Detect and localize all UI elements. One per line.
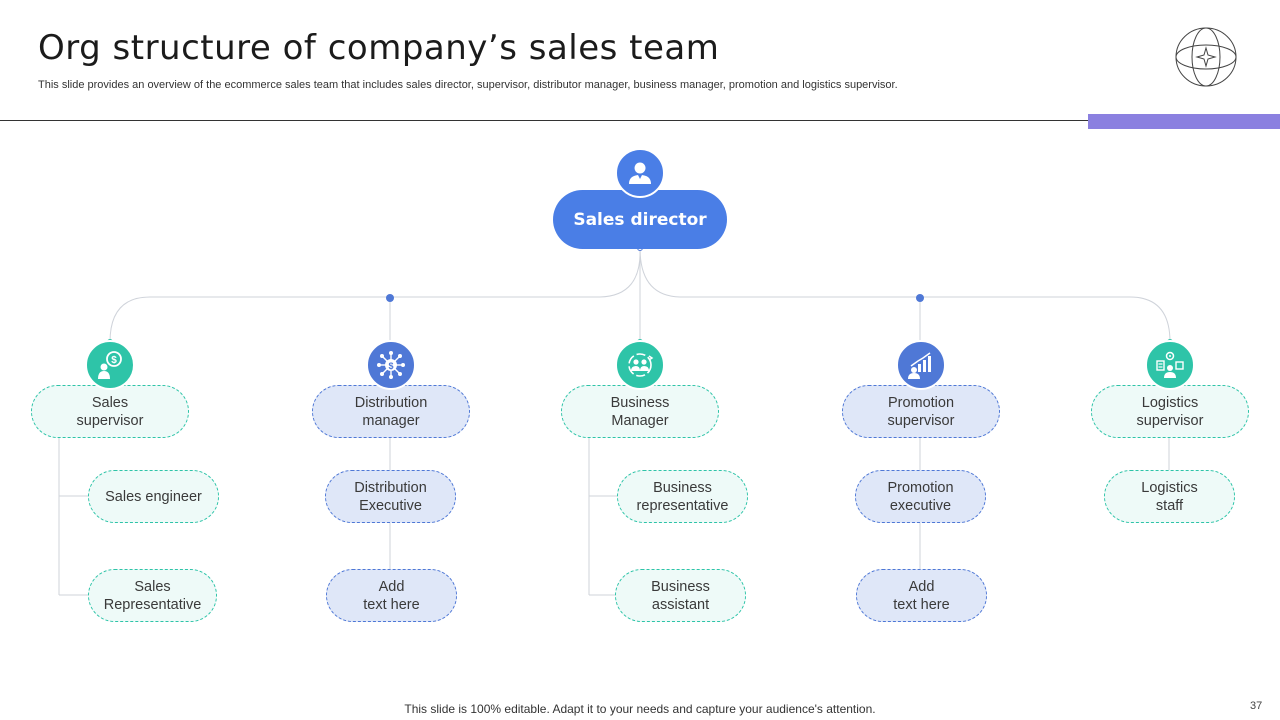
distribution-manager-node: Distribution manager xyxy=(312,385,470,438)
header-divider xyxy=(0,120,1088,121)
connector-dot xyxy=(386,294,394,302)
business-assistant-node: Business assistant xyxy=(615,569,746,622)
node-label: Sales Representative xyxy=(103,578,202,613)
slide-subtitle: This slide provides an overview of the e… xyxy=(38,79,898,91)
business-representative-node: Business representative xyxy=(617,470,748,523)
page-number: 37 xyxy=(1250,700,1263,712)
node-label: Distribution manager xyxy=(354,394,428,429)
distribution-placeholder-node: Add text here xyxy=(326,569,457,622)
promotion-executive-node: Promotion executive xyxy=(855,470,986,523)
promotion-supervisor-node: Promotion supervisor xyxy=(842,385,1000,438)
logistics-supervisor-node: Logistics supervisor xyxy=(1091,385,1249,438)
growth-chart-person-icon xyxy=(896,340,946,390)
node-label: Distribution Executive xyxy=(354,479,427,514)
node-label: Add text here xyxy=(893,578,950,613)
user-icon xyxy=(615,148,665,198)
promotion-placeholder-node: Add text here xyxy=(856,569,987,622)
sales-representative-node: Sales Representative xyxy=(88,569,217,622)
slide-title: Org structure of company’s sales team xyxy=(38,28,720,68)
connector-bus-right xyxy=(680,296,1171,343)
connector-dot xyxy=(916,294,924,302)
logistics-icon xyxy=(1145,340,1195,390)
node-label: Promotion executive xyxy=(887,479,954,514)
node-label: Sales engineer xyxy=(105,488,202,505)
node-label: Add text here xyxy=(363,578,420,613)
money-person-icon: $ xyxy=(85,340,135,390)
logistics-staff-node: Logistics staff xyxy=(1104,470,1235,523)
node-label: Business representative xyxy=(636,479,729,514)
node-label: Logistics supervisor xyxy=(1136,394,1204,429)
node-label: Logistics staff xyxy=(1141,479,1198,514)
sales-supervisor-node: Sales supervisor xyxy=(31,385,189,438)
slide-footer: This slide is 100% editable. Adapt it to… xyxy=(404,702,876,716)
svg-text:$: $ xyxy=(388,361,393,371)
connector-bus-left xyxy=(109,296,600,343)
gear-people-icon xyxy=(615,340,665,390)
accent-bar xyxy=(1088,114,1280,129)
node-label: Business assistant xyxy=(651,578,710,613)
sales-director-label: Sales director xyxy=(573,209,707,230)
distribution-executive-node: Distribution Executive xyxy=(325,470,456,523)
connector-director-to-bus-right xyxy=(639,247,681,298)
node-label: Sales supervisor xyxy=(76,394,144,429)
business-manager-node: Business Manager xyxy=(561,385,719,438)
brand-logo-icon xyxy=(1175,27,1237,87)
node-label: Business Manager xyxy=(610,394,670,429)
dollar-network-icon: $ xyxy=(366,340,416,390)
connector-director-to-bus xyxy=(599,247,641,298)
sales-engineer-node: Sales engineer xyxy=(88,470,219,523)
svg-text:$: $ xyxy=(111,355,117,366)
sales-director-node: Sales director xyxy=(553,190,727,249)
node-label: Promotion supervisor xyxy=(887,394,955,429)
